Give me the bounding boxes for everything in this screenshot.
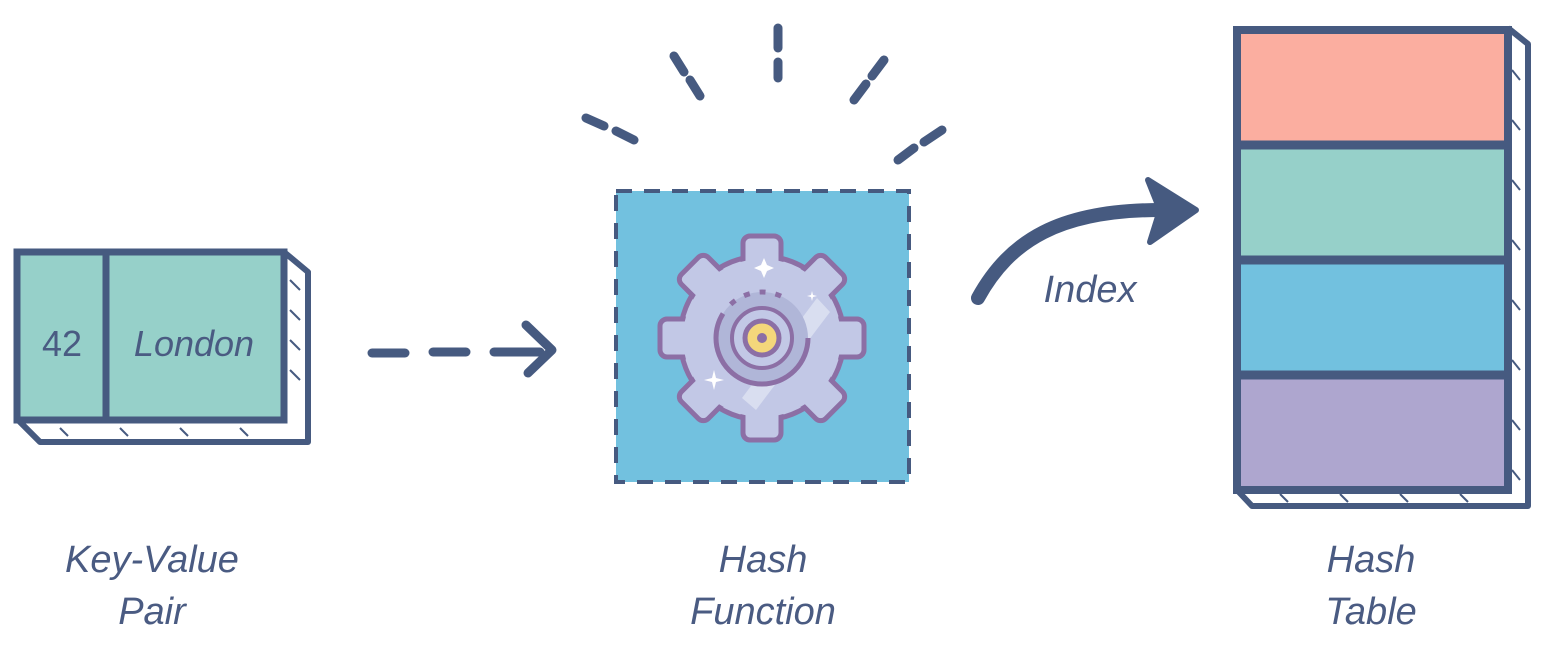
table-slot bbox=[1237, 260, 1508, 375]
function-caption-line2: Function bbox=[690, 591, 836, 633]
sparkle-icon bbox=[754, 258, 774, 278]
pair-caption-line1: Key-Value bbox=[65, 539, 239, 581]
pair-caption-line2: Pair bbox=[118, 591, 187, 633]
table-caption-line2: Table bbox=[1325, 591, 1417, 633]
pair-value: London bbox=[134, 323, 254, 364]
table-frame bbox=[1233, 26, 1512, 494]
index-arrow: Index bbox=[971, 177, 1199, 311]
table-depth-hatching bbox=[1279, 69, 1521, 503]
burst-lines bbox=[581, 23, 947, 165]
index-label: Index bbox=[1044, 269, 1139, 311]
table-slot bbox=[1237, 30, 1508, 145]
pair-key: 42 bbox=[42, 323, 82, 364]
key-value-pair: 42 London bbox=[13, 248, 311, 445]
sparkle-icon bbox=[704, 370, 724, 390]
hash-function bbox=[581, 23, 947, 484]
table-slot bbox=[1237, 375, 1508, 490]
pair-depth-hatching bbox=[59, 279, 301, 437]
hash-table bbox=[1233, 25, 1531, 509]
gear-icon bbox=[657, 233, 867, 443]
table-slot bbox=[1237, 145, 1508, 260]
dashed-arrow bbox=[367, 320, 557, 378]
pair-box bbox=[13, 248, 288, 424]
arrow-head-icon bbox=[1145, 177, 1199, 245]
table-slots bbox=[1237, 30, 1508, 490]
arrow-head-icon bbox=[521, 320, 557, 378]
table-caption-line1: Hash bbox=[1327, 539, 1416, 581]
function-caption-line1: Hash bbox=[719, 539, 808, 581]
